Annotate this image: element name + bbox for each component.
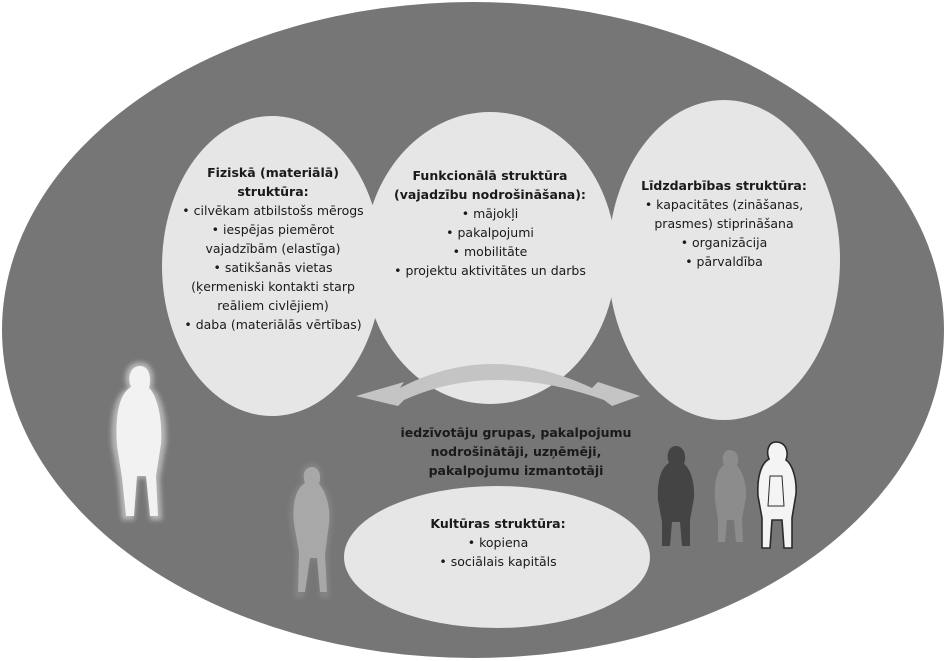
person-dark-right-icon xyxy=(657,446,695,546)
actors-label: iedzīvotāju grupas, pakalpojumu nodrošin… xyxy=(400,425,632,478)
functional-structure-item: • mājokļi xyxy=(461,206,519,221)
physical-structure-title: Fiziskā (materiālā) struktūra: xyxy=(207,165,339,199)
functional-structure-text: Funkcionālā struktūra (vajadzību nodroši… xyxy=(388,166,592,280)
physical-structure-item: • iespējas piemērot vajadzībām (elastīga… xyxy=(205,222,341,256)
functional-structure-title: Funkcionālā struktūra (vajadzību nodroši… xyxy=(394,168,586,202)
cooperation-structure-title: Līdzdarbības struktūra: xyxy=(641,178,807,193)
physical-structure-text: Fiziskā (materiālā) struktūra: • cilvēka… xyxy=(180,163,366,334)
physical-structure-item: • satikšanās vietas (ķermeniski kontakti… xyxy=(191,260,355,313)
person-outline-right-icon xyxy=(757,441,797,549)
cultural-structure-text: Kultūras struktūra: • kopiena • sociālai… xyxy=(400,514,596,571)
cooperation-structure-item: • kapacitātes (zināšanas, prasmes) stipr… xyxy=(644,197,804,231)
physical-structure-circle xyxy=(162,116,382,416)
curved-double-arrow-icon xyxy=(356,364,640,406)
cooperation-structure-circle xyxy=(608,100,840,420)
person-gray-center-icon xyxy=(289,463,333,598)
cooperation-structure-item: • organizācija xyxy=(680,235,768,250)
functional-structure-item: • projektu aktivitātes un darbs xyxy=(394,263,586,278)
cultural-structure-item: • kopiena xyxy=(467,535,529,550)
functional-structure-item: • mobilitāte xyxy=(452,244,528,259)
person-white-left-icon xyxy=(111,362,167,520)
physical-structure-item: • daba (materiālās vērtības) xyxy=(184,317,362,332)
cultural-structure-ellipse xyxy=(344,486,650,628)
cooperation-structure-text: Līdzdarbības struktūra: • kapacitātes (z… xyxy=(622,176,826,271)
cooperation-structure-item: • pārvaldība xyxy=(685,254,763,269)
cultural-structure-title: Kultūras struktūra: xyxy=(430,516,566,531)
functional-structure-circle xyxy=(364,112,616,404)
functional-structure-item: • pakalpojumi xyxy=(446,225,534,240)
physical-structure-item: • cilvēkam atbilstošs mērogs xyxy=(182,203,364,218)
person-mid-right-icon xyxy=(714,450,747,542)
cultural-structure-item: • sociālais kapitāls xyxy=(439,554,557,569)
